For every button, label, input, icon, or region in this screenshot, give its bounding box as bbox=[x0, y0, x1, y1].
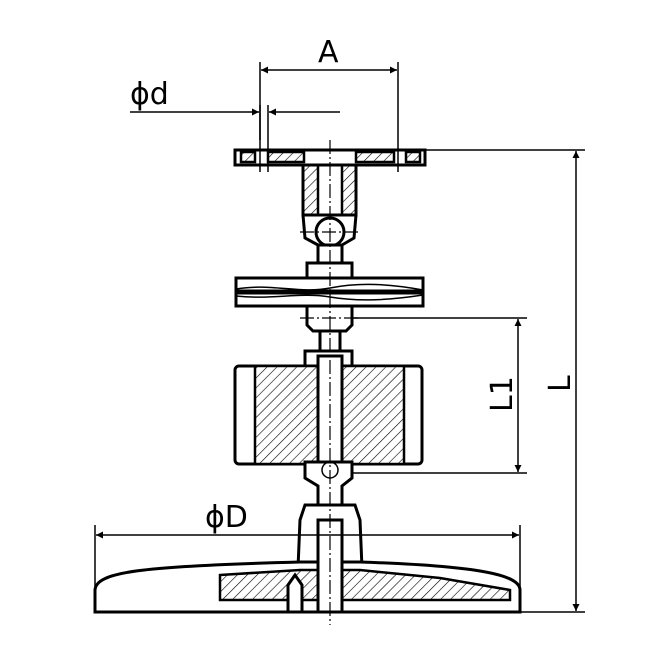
label-L: L bbox=[543, 375, 578, 392]
base bbox=[93, 503, 522, 614]
label-A: A bbox=[318, 35, 339, 70]
dimension-A bbox=[259, 62, 399, 140]
label-L1: L1 bbox=[485, 376, 520, 412]
dimension-L1 bbox=[352, 317, 527, 474]
label-D: ϕD bbox=[205, 500, 248, 535]
dimension-L bbox=[425, 149, 585, 613]
roller-body bbox=[233, 354, 424, 507]
label-d: ϕd bbox=[130, 77, 169, 112]
dimension-D bbox=[94, 525, 521, 592]
dimension-d bbox=[130, 105, 340, 140]
